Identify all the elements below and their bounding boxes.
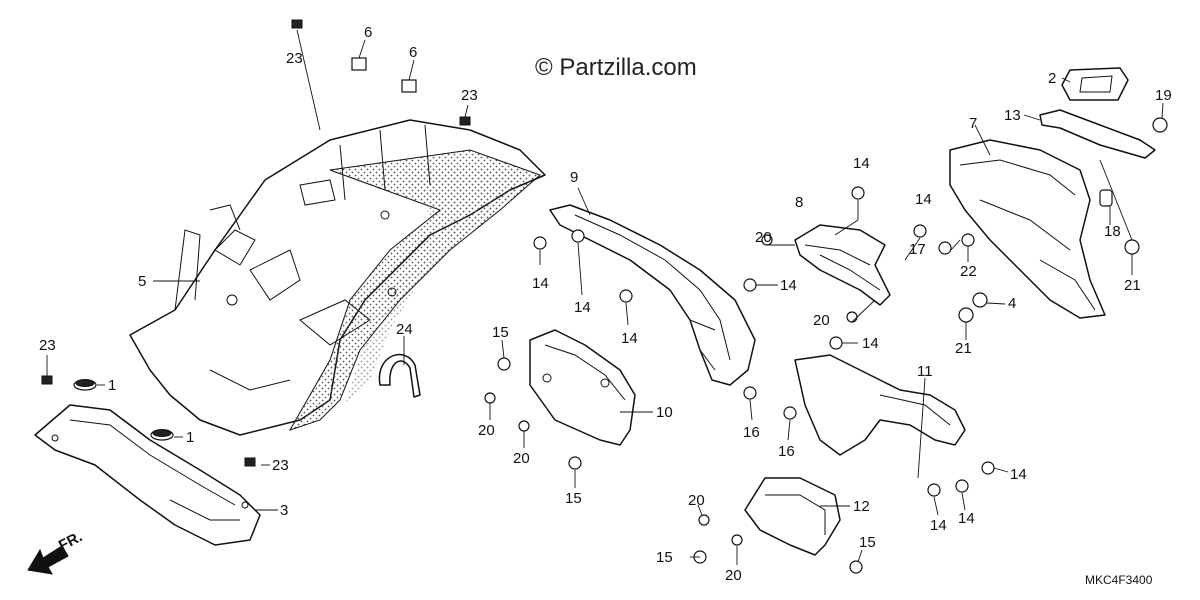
callout-14: 14 <box>1010 466 1027 483</box>
callout-12: 12 <box>853 498 870 515</box>
callout-14: 14 <box>621 330 638 347</box>
callout-20: 20 <box>755 229 772 246</box>
callout-19: 19 <box>1155 87 1172 104</box>
callout-21: 21 <box>1124 277 1141 294</box>
lower-bracket-part-3[interactable] <box>34 404 261 546</box>
callout-15: 15 <box>565 490 582 507</box>
band-part-24[interactable] <box>378 354 421 398</box>
bracket-part-8[interactable] <box>794 224 891 306</box>
callout-15: 15 <box>492 324 509 341</box>
tail-housing-part-7[interactable] <box>949 139 1106 319</box>
hardware-fasteners <box>41 19 1168 574</box>
callout-15: 15 <box>656 549 673 566</box>
callout-14: 14 <box>915 191 932 208</box>
callout-6: 6 <box>364 24 372 41</box>
leader-lines <box>46 29 1164 565</box>
reflector-part-2[interactable] <box>1061 67 1129 101</box>
callout-20: 20 <box>813 312 830 329</box>
callout-3: 3 <box>280 502 288 519</box>
callout-8: 8 <box>795 194 803 211</box>
callout-4: 4 <box>1008 295 1016 312</box>
callout-1: 1 <box>186 429 194 446</box>
callout-15: 15 <box>859 534 876 551</box>
callout-18: 18 <box>1104 223 1121 240</box>
callout-14: 14 <box>532 275 549 292</box>
cover-part-11[interactable] <box>794 354 966 456</box>
callout-20: 20 <box>725 567 742 584</box>
bracket-part-12[interactable] <box>744 477 841 556</box>
callout-20: 20 <box>478 422 495 439</box>
callout-14: 14 <box>574 299 591 316</box>
side-cover-part-9[interactable] <box>549 204 756 386</box>
callout-16: 16 <box>778 443 795 460</box>
callout-14: 14 <box>853 155 870 172</box>
callout-23: 23 <box>272 457 289 474</box>
callout-2: 2 <box>1048 70 1056 87</box>
watermark-text: © Partzilla.com <box>535 54 697 81</box>
callout-7: 7 <box>969 115 977 132</box>
callout-6: 6 <box>409 44 417 61</box>
grommet-part-1b[interactable] <box>150 429 174 441</box>
callout-23: 23 <box>39 337 56 354</box>
callout-24: 24 <box>396 321 413 338</box>
callout-14: 14 <box>862 335 879 352</box>
callout-21: 21 <box>955 340 972 357</box>
callout-5: 5 <box>138 273 146 290</box>
cover-part-10[interactable] <box>529 329 636 446</box>
callout-16: 16 <box>743 424 760 441</box>
rear-fender-part-5[interactable] <box>129 119 546 436</box>
callout-9: 9 <box>570 169 578 186</box>
callout-20: 20 <box>688 492 705 509</box>
callout-13: 13 <box>1004 107 1021 124</box>
callout-1: 1 <box>108 377 116 394</box>
callout-10: 10 <box>656 404 673 421</box>
callout-23: 23 <box>286 50 303 67</box>
callout-14: 14 <box>958 510 975 527</box>
callout-23: 23 <box>461 87 478 104</box>
stay-part-13[interactable] <box>1039 109 1156 159</box>
callout-22: 22 <box>960 263 977 280</box>
callout-labels: 23 6 6 23 5 9 14 14 14 14 8 14 14 20 20 … <box>39 24 1172 584</box>
diagram-code: MKC4F3400 <box>1085 573 1153 587</box>
callout-17: 17 <box>909 241 926 258</box>
callout-14: 14 <box>780 277 797 294</box>
grommet-part-1a[interactable] <box>73 379 97 391</box>
front-direction-arrow: FR. <box>27 528 85 575</box>
callout-20: 20 <box>513 450 530 467</box>
callout-11: 11 <box>917 363 933 380</box>
callout-14: 14 <box>930 517 947 534</box>
